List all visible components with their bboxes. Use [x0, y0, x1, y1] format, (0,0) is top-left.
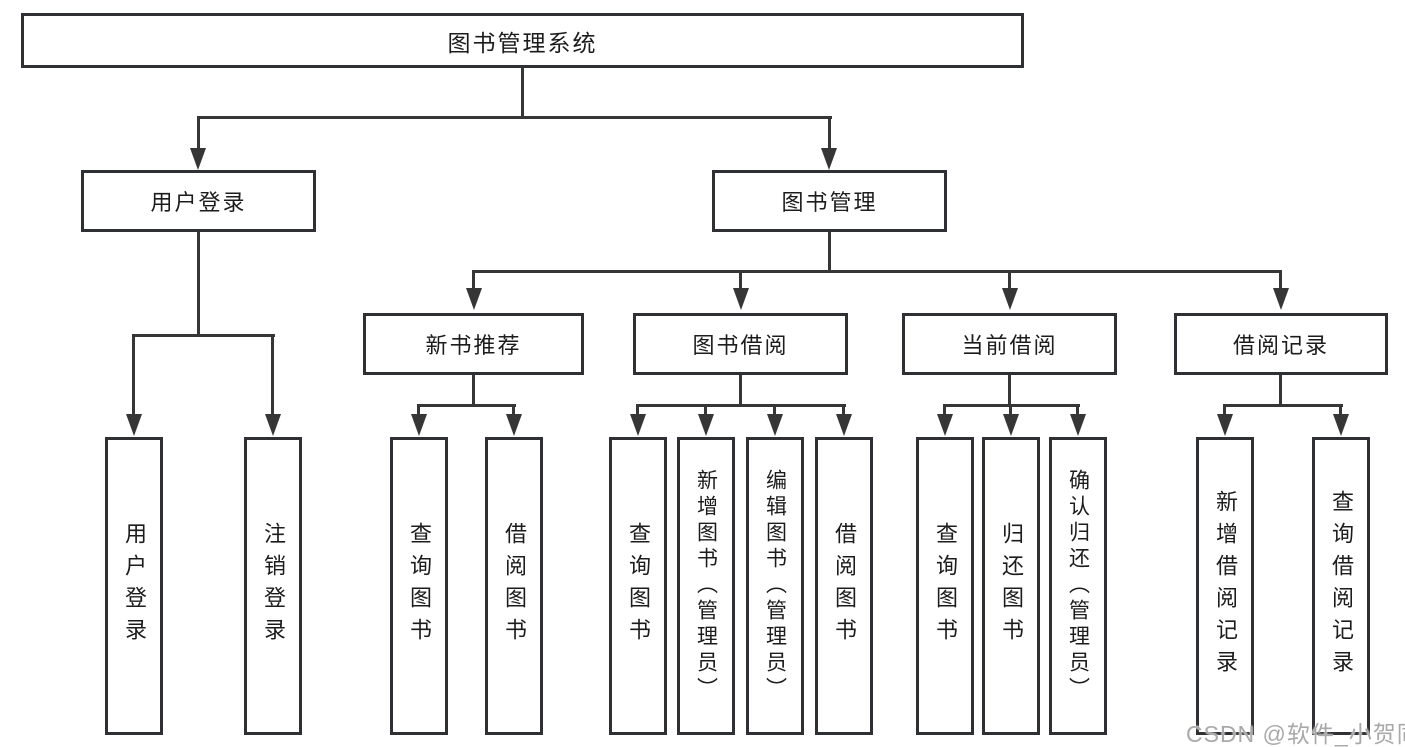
arrow-down-icon [1003, 414, 1019, 436]
leaf-query-books-current: 查询图书 [916, 437, 974, 735]
leaf-query-books-borrowing: 查询图书 [609, 437, 667, 735]
connector-line [943, 407, 946, 415]
connector-line [1223, 404, 1343, 407]
connector-line [828, 119, 831, 150]
connector-line [1339, 407, 1342, 415]
connector-line [1009, 407, 1012, 415]
connector-line [197, 119, 200, 150]
connector-line [1008, 375, 1011, 406]
connector-line [1279, 273, 1282, 288]
connector-line [739, 375, 742, 406]
node-borrowing-records: 借阅记录 [1174, 313, 1388, 375]
arrow-down-icon [1070, 414, 1086, 436]
arrow-down-icon [466, 288, 482, 310]
connector-line [512, 407, 515, 415]
node-user-login-branch: 用户登录 [81, 170, 316, 232]
connector-line [521, 68, 524, 119]
leaf-add-book-admin: 新增图书（管理员） [677, 437, 735, 735]
connector-line [417, 404, 516, 407]
leaf-logout: 注销登录 [244, 437, 302, 735]
leaf-query-borrow-record: 查询借阅记录 [1312, 437, 1370, 735]
arrow-down-icon [506, 414, 522, 436]
arrow-down-icon [1333, 414, 1349, 436]
connector-line [828, 232, 831, 272]
arrow-down-icon [733, 288, 749, 310]
node-book-management-branch: 图书管理 [712, 170, 947, 232]
leaf-return-books: 归还图书 [982, 437, 1040, 735]
leaf-query-books-recommend: 查询图书 [390, 437, 448, 735]
connector-line [773, 407, 776, 415]
leaf-add-borrow-record: 新增借阅记录 [1196, 437, 1254, 735]
arrow-down-icon [1002, 288, 1018, 310]
leaf-confirm-return-admin: 确认归还（管理员） [1049, 437, 1107, 735]
connector-line [472, 375, 475, 406]
leaf-borrow-books-borrowing: 借阅图书 [815, 437, 873, 735]
connector-line [636, 404, 846, 407]
arrow-down-icon [821, 148, 837, 170]
arrow-down-icon [630, 414, 646, 436]
arrow-down-icon [937, 414, 953, 436]
arrow-down-icon [1273, 288, 1289, 310]
connector-line [1279, 375, 1282, 406]
node-current-borrowing: 当前借阅 [902, 313, 1117, 375]
connector-line [472, 270, 1282, 273]
arrow-down-icon [265, 414, 281, 436]
connector-line [636, 407, 639, 415]
connector-line [472, 273, 475, 288]
watermark: CSDN @软件_小贺同学 [1186, 721, 1405, 747]
connector-line [132, 334, 275, 337]
leaf-edit-book-admin: 编辑图书（管理员） [746, 437, 804, 735]
arrow-down-icon [836, 414, 852, 436]
arrow-down-icon [126, 414, 142, 436]
connector-line [704, 407, 707, 415]
node-book-borrowing: 图书借阅 [633, 313, 848, 375]
leaf-user-login: 用户登录 [105, 437, 163, 735]
node-root: 图书管理系统 [21, 13, 1024, 68]
arrow-down-icon [1217, 414, 1233, 436]
connector-line [417, 407, 420, 415]
connector-line [1076, 407, 1079, 415]
connector-line [197, 232, 200, 336]
connector-line [271, 337, 274, 415]
connector-line [943, 404, 1080, 407]
node-new-book-recommend: 新书推荐 [363, 313, 584, 375]
connector-line [197, 116, 832, 119]
connector-line [842, 407, 845, 415]
connector-line [132, 337, 135, 415]
connector-line [1008, 273, 1011, 288]
arrow-down-icon [411, 414, 427, 436]
arrow-down-icon [767, 414, 783, 436]
connector-line [1223, 407, 1226, 415]
arrow-down-icon [698, 414, 714, 436]
leaf-borrow-books-recommend: 借阅图书 [485, 437, 543, 735]
arrow-down-icon [190, 148, 206, 170]
connector-line [739, 273, 742, 288]
